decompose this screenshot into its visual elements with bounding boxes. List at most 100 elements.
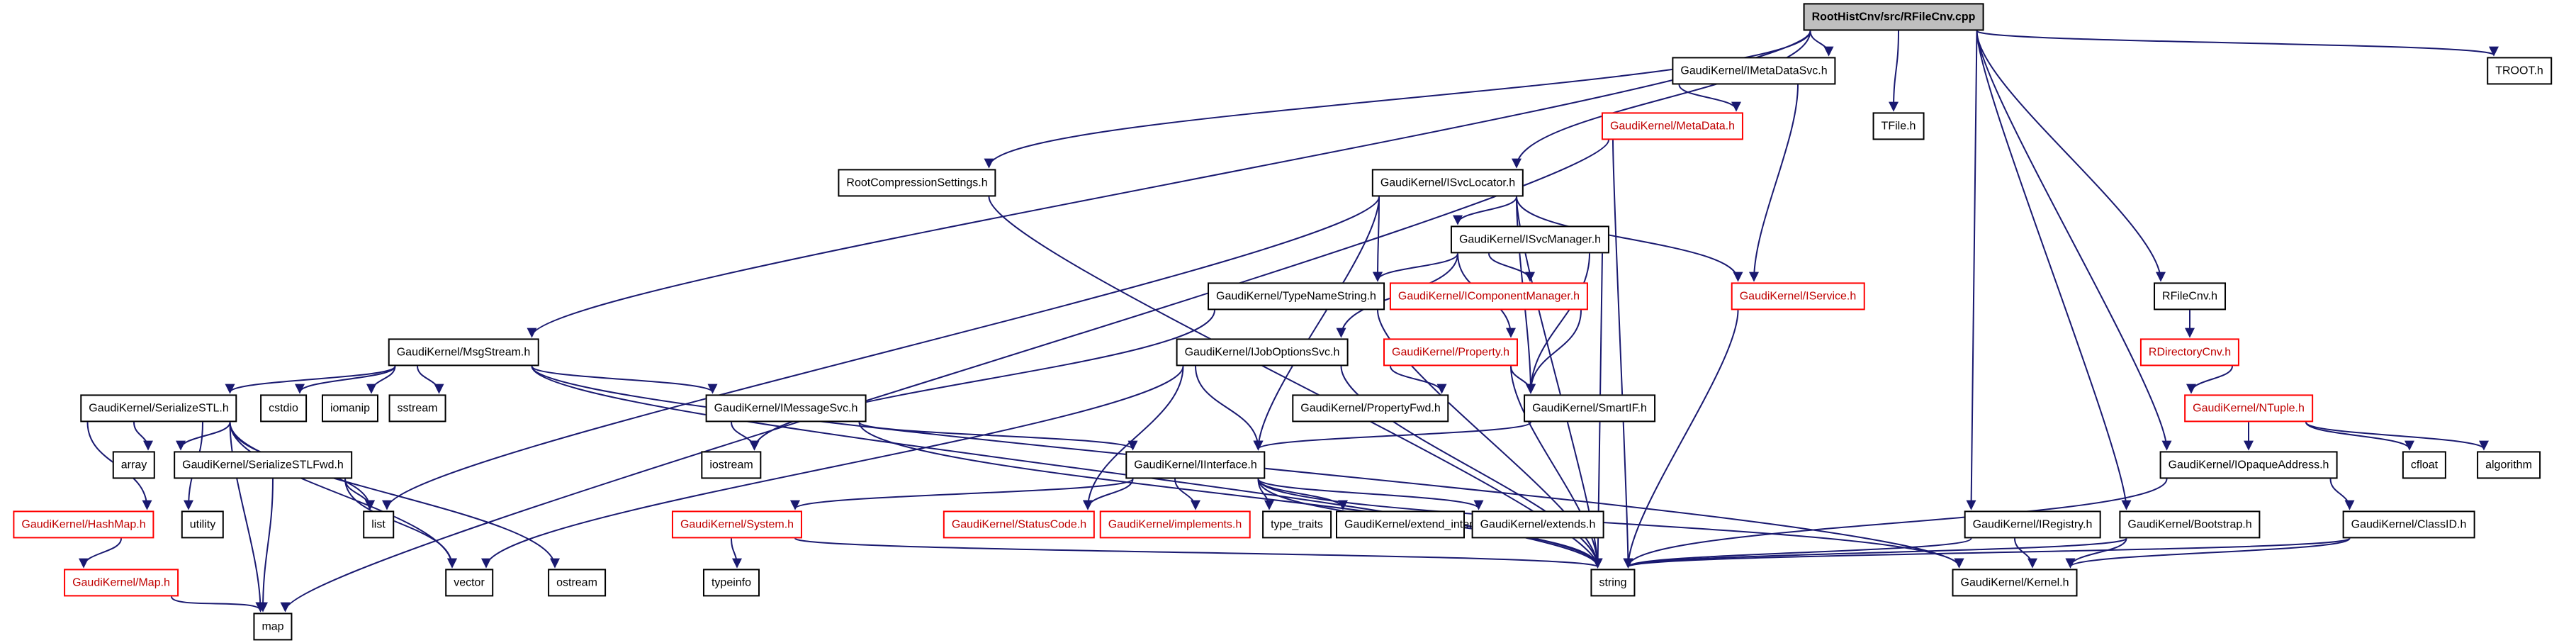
graph-edge (133, 422, 153, 451)
graph-edge (229, 422, 266, 613)
graph-edge (366, 366, 396, 394)
graph-node-string[interactable]: string (1590, 569, 1636, 597)
graph-edge (531, 365, 718, 394)
graph-edge (1623, 537, 2127, 569)
graph-node-iservice[interactable]: GaudiKernel/IService.h (1731, 282, 1865, 311)
graph-edge (1976, 30, 2132, 510)
graph-edge (731, 422, 760, 451)
graph-node-typenamestring[interactable]: GaudiKernel/TypeNameString.h (1208, 282, 1385, 311)
graph-edge (225, 365, 396, 394)
graph-edge (1976, 30, 2166, 282)
graph-edge (2305, 421, 2489, 451)
graph-edge (295, 366, 396, 394)
graph-edge (171, 596, 266, 613)
graph-edge (1257, 479, 1348, 510)
graph-edge (1526, 310, 1582, 394)
graph-edge (229, 422, 457, 569)
graph-edge (1174, 479, 1200, 510)
graph-node-main[interactable]: RootHistCnv/src/RFileCnv.cpp (1803, 3, 1984, 31)
graph-node-iostream[interactable]: iostream (701, 451, 762, 479)
graph-node-serializestl[interactable]: GaudiKernel/SerializeSTL.h (80, 394, 237, 423)
graph-edge (1624, 537, 2351, 569)
graph-edge (1390, 366, 1447, 394)
graph-node-kernel[interactable]: GaudiKernel/Kernel.h (1952, 569, 2078, 597)
graph-edge (527, 30, 1811, 338)
graph-edge (1749, 84, 1799, 282)
graph-edge (1253, 421, 1531, 451)
graph-node-rdirectorycnv[interactable]: RDirectoryCnv.h (2139, 338, 2240, 367)
graph-node-statuscode[interactable]: GaudiKernel/StatusCode.h (943, 510, 1096, 539)
graph-edge (1512, 30, 1811, 169)
graph-edge (1373, 196, 1383, 282)
graph-node-bootstrap[interactable]: GaudiKernel/Bootstrap.h (2119, 510, 2261, 539)
graph-edge (858, 422, 1603, 569)
graph-node-array[interactable]: array (112, 451, 156, 479)
graph-node-map[interactable]: map (253, 613, 293, 641)
graph-node-metadata[interactable]: GaudiKernel/MetaData.h (1601, 112, 1744, 140)
graph-edge (2329, 479, 2355, 510)
graph-node-implements[interactable]: GaudiKernel/implements.h (1099, 510, 1251, 539)
graph-edge (1623, 310, 1739, 569)
graph-edge (2065, 538, 2127, 569)
graph-node-cstdio[interactable]: cstdio (260, 394, 307, 423)
graph-edge (1678, 84, 1741, 112)
graph-node-sstream[interactable]: sstream (388, 394, 446, 423)
graph-node-vector[interactable]: vector (445, 569, 493, 597)
graph-edge (1083, 479, 1134, 510)
graph-edge (1612, 140, 1633, 569)
graph-edge (176, 422, 231, 451)
graph-edge (417, 366, 444, 394)
graph-node-imetadatasvc[interactable]: GaudiKernel/IMetaDataSvc.h (1672, 57, 1836, 85)
graph-edge (1373, 253, 1458, 282)
graph-edge (1195, 366, 1264, 451)
graph-node-imessagesvc[interactable]: GaudiKernel/IMessageSvc.h (705, 394, 867, 423)
graph-edge (2186, 366, 2233, 394)
graph-node-typetraits[interactable]: type_traits (1262, 510, 1332, 539)
graph-node-list[interactable]: list (363, 510, 394, 539)
graph-edge (344, 479, 375, 510)
graph-node-iinterface[interactable]: GaudiKernel/IInterface.h (1125, 451, 1266, 479)
graph-node-ostream[interactable]: ostream (548, 569, 606, 597)
graph-node-utility[interactable]: utility (181, 510, 225, 539)
graph-node-serializestlfwd[interactable]: GaudiKernel/SerializeSTLFwd.h (174, 451, 352, 479)
graph-node-system[interactable]: GaudiKernel/System.h (671, 510, 803, 539)
graph-node-rfilecnvh[interactable]: RFileCnv.h (2154, 282, 2226, 311)
graph-edge (2014, 538, 2037, 569)
graph-node-typeinfo[interactable]: typeinfo (702, 569, 760, 597)
graph-edge (1809, 30, 1834, 57)
graph-node-isvclocator[interactable]: GaudiKernel/ISvcLocator.h (1371, 169, 1524, 197)
graph-edge (2065, 537, 2351, 569)
graph-node-propertyfwd[interactable]: GaudiKernel/PropertyFwd.h (1292, 394, 1449, 423)
graph-node-iopaqueaddress[interactable]: GaudiKernel/IOpaqueAddress.h (2159, 451, 2338, 479)
graph-edge (731, 538, 742, 569)
graph-node-icomponentmanager[interactable]: GaudiKernel/IComponentManager.h (1389, 282, 1589, 311)
graph-node-ijoboptionssvc[interactable]: GaudiKernel/IJobOptionsSvc.h (1176, 338, 1349, 367)
graph-node-ntuple[interactable]: GaudiKernel/NTuple.h (2184, 394, 2313, 423)
graph-node-extends[interactable]: GaudiKernel/extends.h (1471, 510, 1604, 539)
graph-edge (749, 310, 1215, 451)
graph-node-algorithm[interactable]: algorithm (2477, 451, 2541, 479)
graph-node-isvcmanager[interactable]: GaudiKernel/ISvcManager.h (1450, 225, 1610, 254)
graph-node-cfloat[interactable]: cfloat (2402, 451, 2447, 479)
graph-edge (258, 479, 274, 613)
graph-edge (1966, 30, 1978, 510)
graph-node-extendinterfaces[interactable]: GaudiKernel/extend_interfaces.h (1336, 510, 1509, 539)
graph-node-hashmap[interactable]: GaudiKernel/HashMap.h (13, 510, 154, 539)
graph-edge (1623, 537, 1972, 569)
graph-node-smartif[interactable]: GaudiKernel/SmartIF.h (1524, 394, 1655, 423)
graph-edge (1526, 253, 1590, 394)
graph-edge (1976, 30, 2499, 57)
graph-node-troot[interactable]: TROOT.h (2487, 57, 2552, 85)
graph-node-tfile[interactable]: TFile.h (1872, 112, 1925, 140)
graph-node-iregistry[interactable]: GaudiKernel/IRegistry.h (1964, 510, 2101, 539)
graph-node-msgstream[interactable]: GaudiKernel/MsgStream.h (388, 338, 539, 367)
graph-node-classid[interactable]: GaudiKernel/ClassID.h (2342, 510, 2475, 539)
graph-node-property[interactable]: GaudiKernel/Property.h (1383, 338, 1519, 367)
graph-node-iomanip[interactable]: iomanip (321, 394, 379, 423)
graph-edge (790, 478, 1134, 510)
graph-edge (2305, 422, 2414, 451)
graph-node-rootcompression[interactable]: RootCompressionSettings.h (838, 169, 996, 197)
graph-edge (280, 140, 1609, 613)
graph-node-mapgaudi[interactable]: GaudiKernel/Map.h (64, 569, 179, 597)
